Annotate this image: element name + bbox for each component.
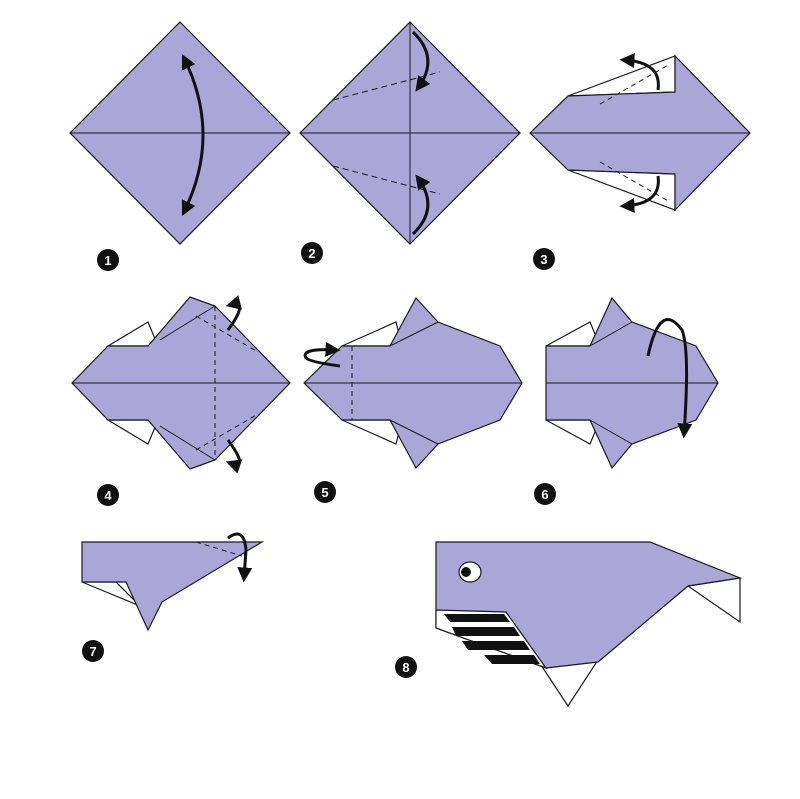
baleen-stripes [444,614,540,664]
step-badge-7: 7 [82,640,104,662]
fold-arrow [227,532,253,583]
dashed-fold-line [195,413,259,451]
fold-arrow [411,174,431,236]
step-badge-1: 1 [97,249,119,271]
dashed-fold-line [599,63,671,105]
step-8-finished-whale [435,541,743,708]
fold-arrow [225,295,243,331]
fold-arrow [646,318,693,439]
step-number: 8 [402,660,409,675]
step-badge-6: 6 [534,483,556,505]
fold-arrow [411,30,431,92]
step-number: 2 [308,246,315,261]
step-2 [299,21,521,245]
step-1 [69,21,291,245]
flap-edge [589,321,633,347]
flap-edge [389,419,439,445]
step-6 [545,296,719,470]
step-number: 7 [89,644,96,659]
folded-paper [81,541,265,632]
dashed-fold-line [195,541,243,557]
step-number: 1 [104,253,111,268]
step-number: 4 [104,488,112,503]
step-badge-3: 3 [533,248,555,270]
step-7 [81,532,265,632]
whale-pupil [461,567,471,577]
step-badge-4: 4 [97,484,119,506]
fold-arrow [619,175,660,213]
fold-arrow [225,439,243,474]
step-badge-5: 5 [314,481,336,503]
step-number: 5 [321,485,328,500]
dashed-fold-line [195,315,259,353]
step-number: 3 [540,252,547,267]
step-5 [303,296,523,470]
flap-edge [589,419,633,445]
white-mouth [435,609,548,670]
step-3 [529,53,751,213]
flap-edge [159,305,216,341]
fold-arrow [303,341,341,368]
flap-edge [389,321,439,347]
dashed-fold-line [599,161,671,203]
fold-arrow [619,53,660,91]
fold-arrow [181,53,205,217]
step-number: 6 [541,487,548,502]
flap-edge [159,425,216,461]
step-4 [71,295,291,474]
step-badge-2: 2 [301,242,323,264]
step-badge-8: 8 [395,656,417,678]
